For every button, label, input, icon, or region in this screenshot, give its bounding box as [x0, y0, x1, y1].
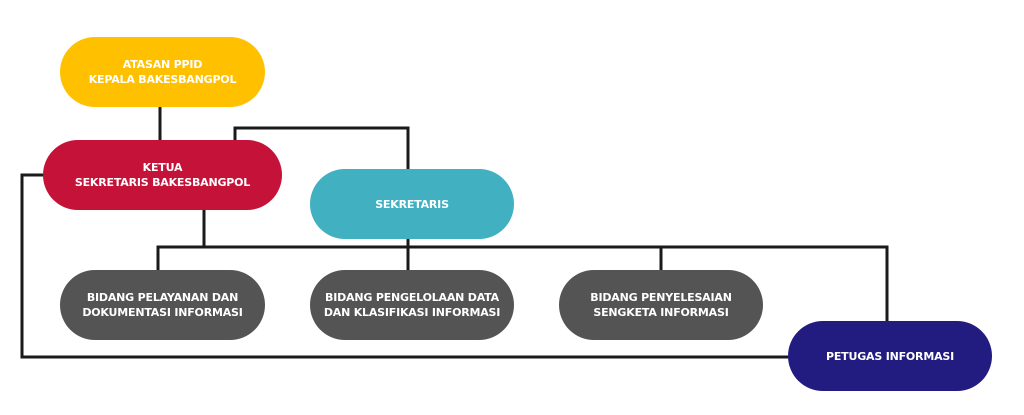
node-label: BIDANG PENGELOLAAN DATA: [325, 291, 499, 304]
node-bidang-pelayanan: BIDANG PELAYANAN DAN DOKUMENTASI INFORMA…: [60, 270, 265, 340]
node-sekretaris: SEKRETARIS: [310, 169, 514, 239]
node-label: BIDANG PELAYANAN DAN: [86, 291, 239, 304]
node-label: SEKRETARIS: [375, 197, 449, 211]
node-atasan-ppid: ATASAN PPID KEPALA BAKESBANGPOL: [60, 37, 265, 107]
node-ketua: KETUA SEKRETARIS BAKESBANGPOL: [43, 140, 282, 210]
node-label: SENGKETA INFORMASI: [593, 306, 729, 319]
node-label: ATASAN PPID: [122, 58, 203, 71]
node-label: SEKRETARIS BAKESBANGPOL: [74, 176, 251, 189]
node-label: BIDANG PENYELESAIAN: [590, 291, 732, 304]
node-label: KEPALA BAKESBANGPOL: [88, 73, 237, 86]
node-label: KETUA: [142, 161, 183, 174]
node-petugas-informasi: PETUGAS INFORMASI: [788, 321, 992, 391]
node-label: PETUGAS INFORMASI: [825, 349, 954, 363]
connector-ketua-sekretaris: [233, 126, 410, 171]
connector-bidang-bus: [156, 245, 889, 323]
node-bidang-penyelesaian: BIDANG PENYELESAIAN SENGKETA INFORMASI: [559, 270, 763, 340]
node-label: DOKUMENTASI INFORMASI: [82, 306, 243, 319]
node-bidang-pengelolaan: BIDANG PENGELOLAAN DATA DAN KLASIFIKASI …: [310, 270, 514, 340]
connector-ketua-petugas: [20, 173, 790, 359]
node-label: DAN KLASIFIKASI INFORMASI: [323, 306, 501, 319]
